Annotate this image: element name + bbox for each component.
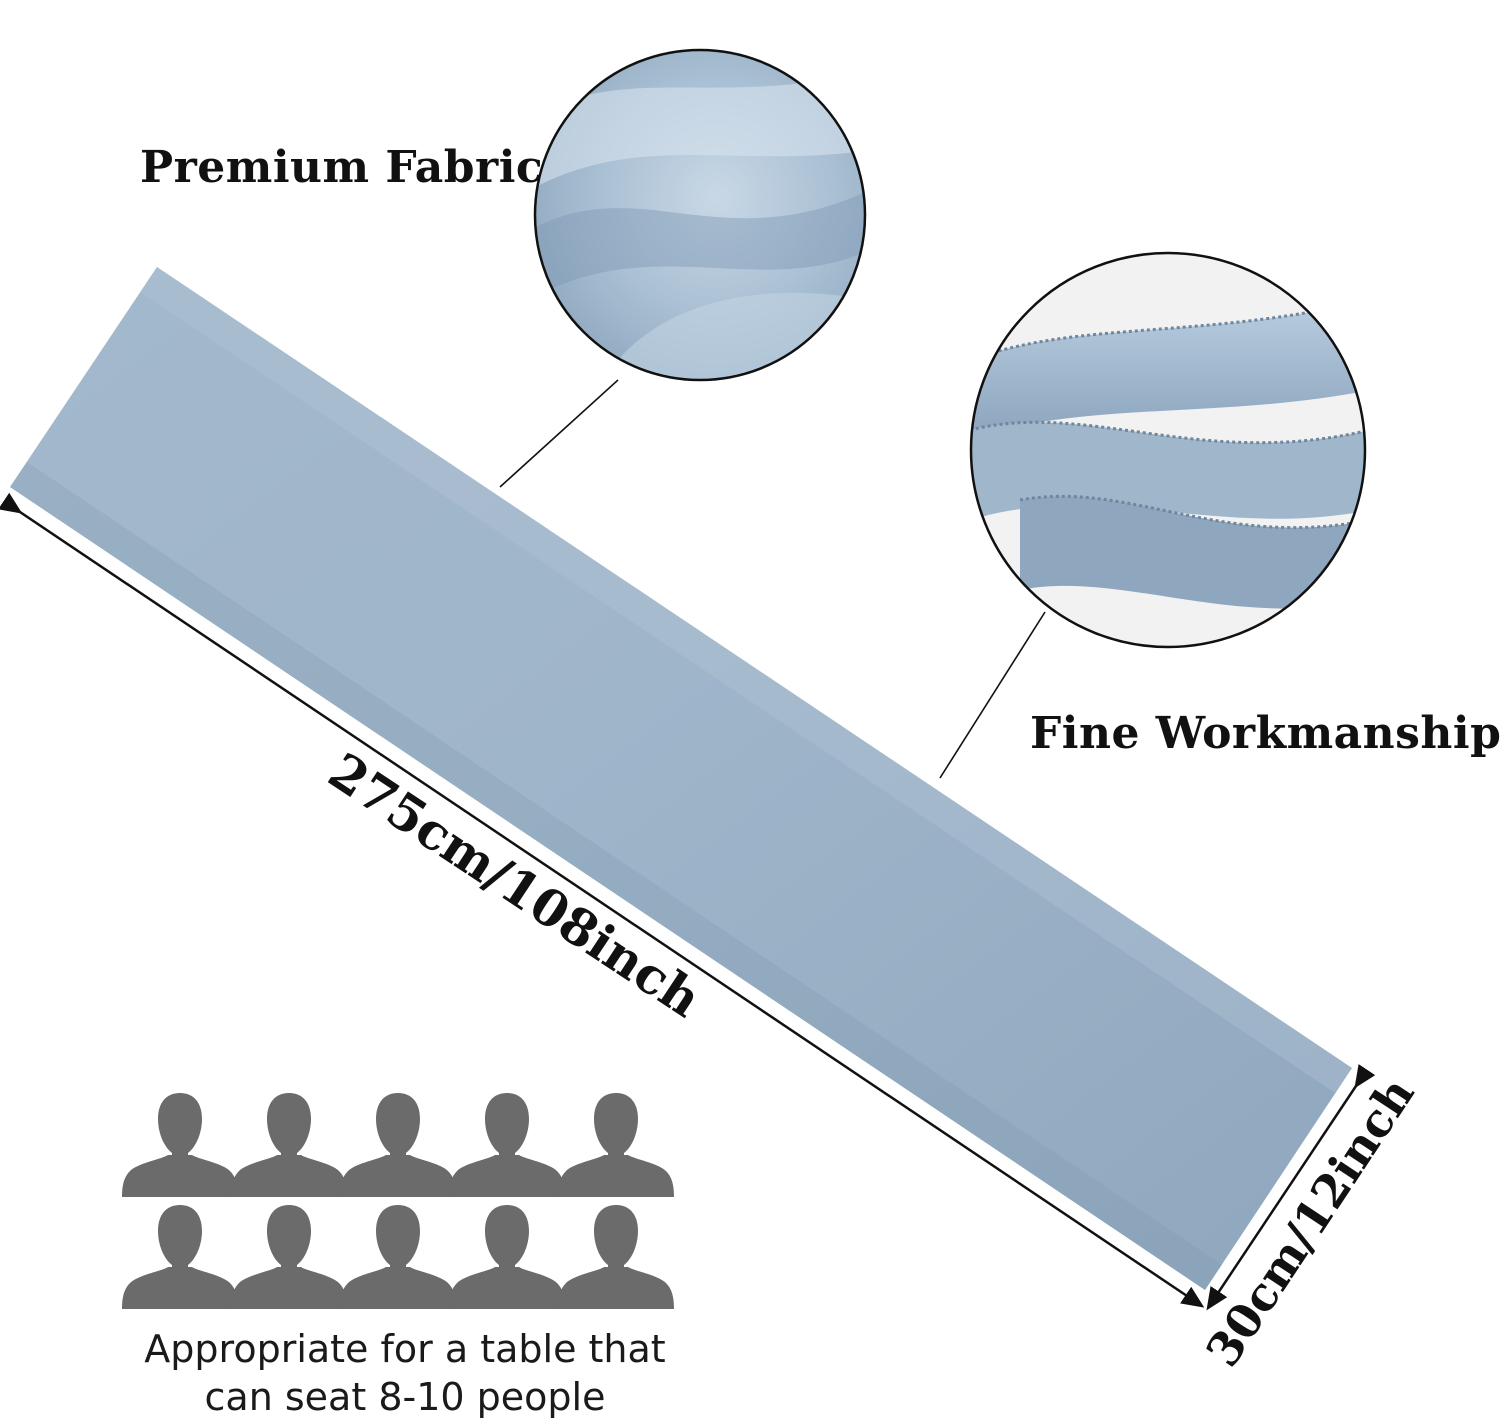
fine-workmanship-closeup	[969, 251, 1367, 649]
premium-fabric-label: Premium Fabric	[140, 142, 544, 193]
people-icon-grid	[122, 1093, 674, 1309]
person-silhouette-icon	[558, 1093, 674, 1197]
capacity-text-line-2: can seat 8-10 people	[204, 1375, 606, 1419]
person-silhouette-icon	[340, 1205, 456, 1309]
premium-fabric-leader-line	[499, 379, 619, 488]
fine-workmanship-leader-line	[939, 611, 1046, 779]
length-dimension-line	[0, 492, 1205, 1308]
person-silhouette-icon	[122, 1205, 238, 1309]
fine-workmanship-label: Fine Workmanship	[1030, 708, 1500, 759]
person-silhouette-icon	[449, 1205, 565, 1309]
person-silhouette-icon	[231, 1205, 347, 1309]
premium-fabric-closeup	[533, 48, 867, 382]
width-dimension-line	[1206, 1064, 1376, 1311]
person-silhouette-icon	[558, 1205, 674, 1309]
person-silhouette-icon	[122, 1093, 238, 1197]
person-silhouette-icon	[231, 1093, 347, 1197]
capacity-text-line-1: Appropriate for a table that	[144, 1327, 666, 1371]
person-silhouette-icon	[340, 1093, 456, 1197]
person-silhouette-icon	[449, 1093, 565, 1197]
